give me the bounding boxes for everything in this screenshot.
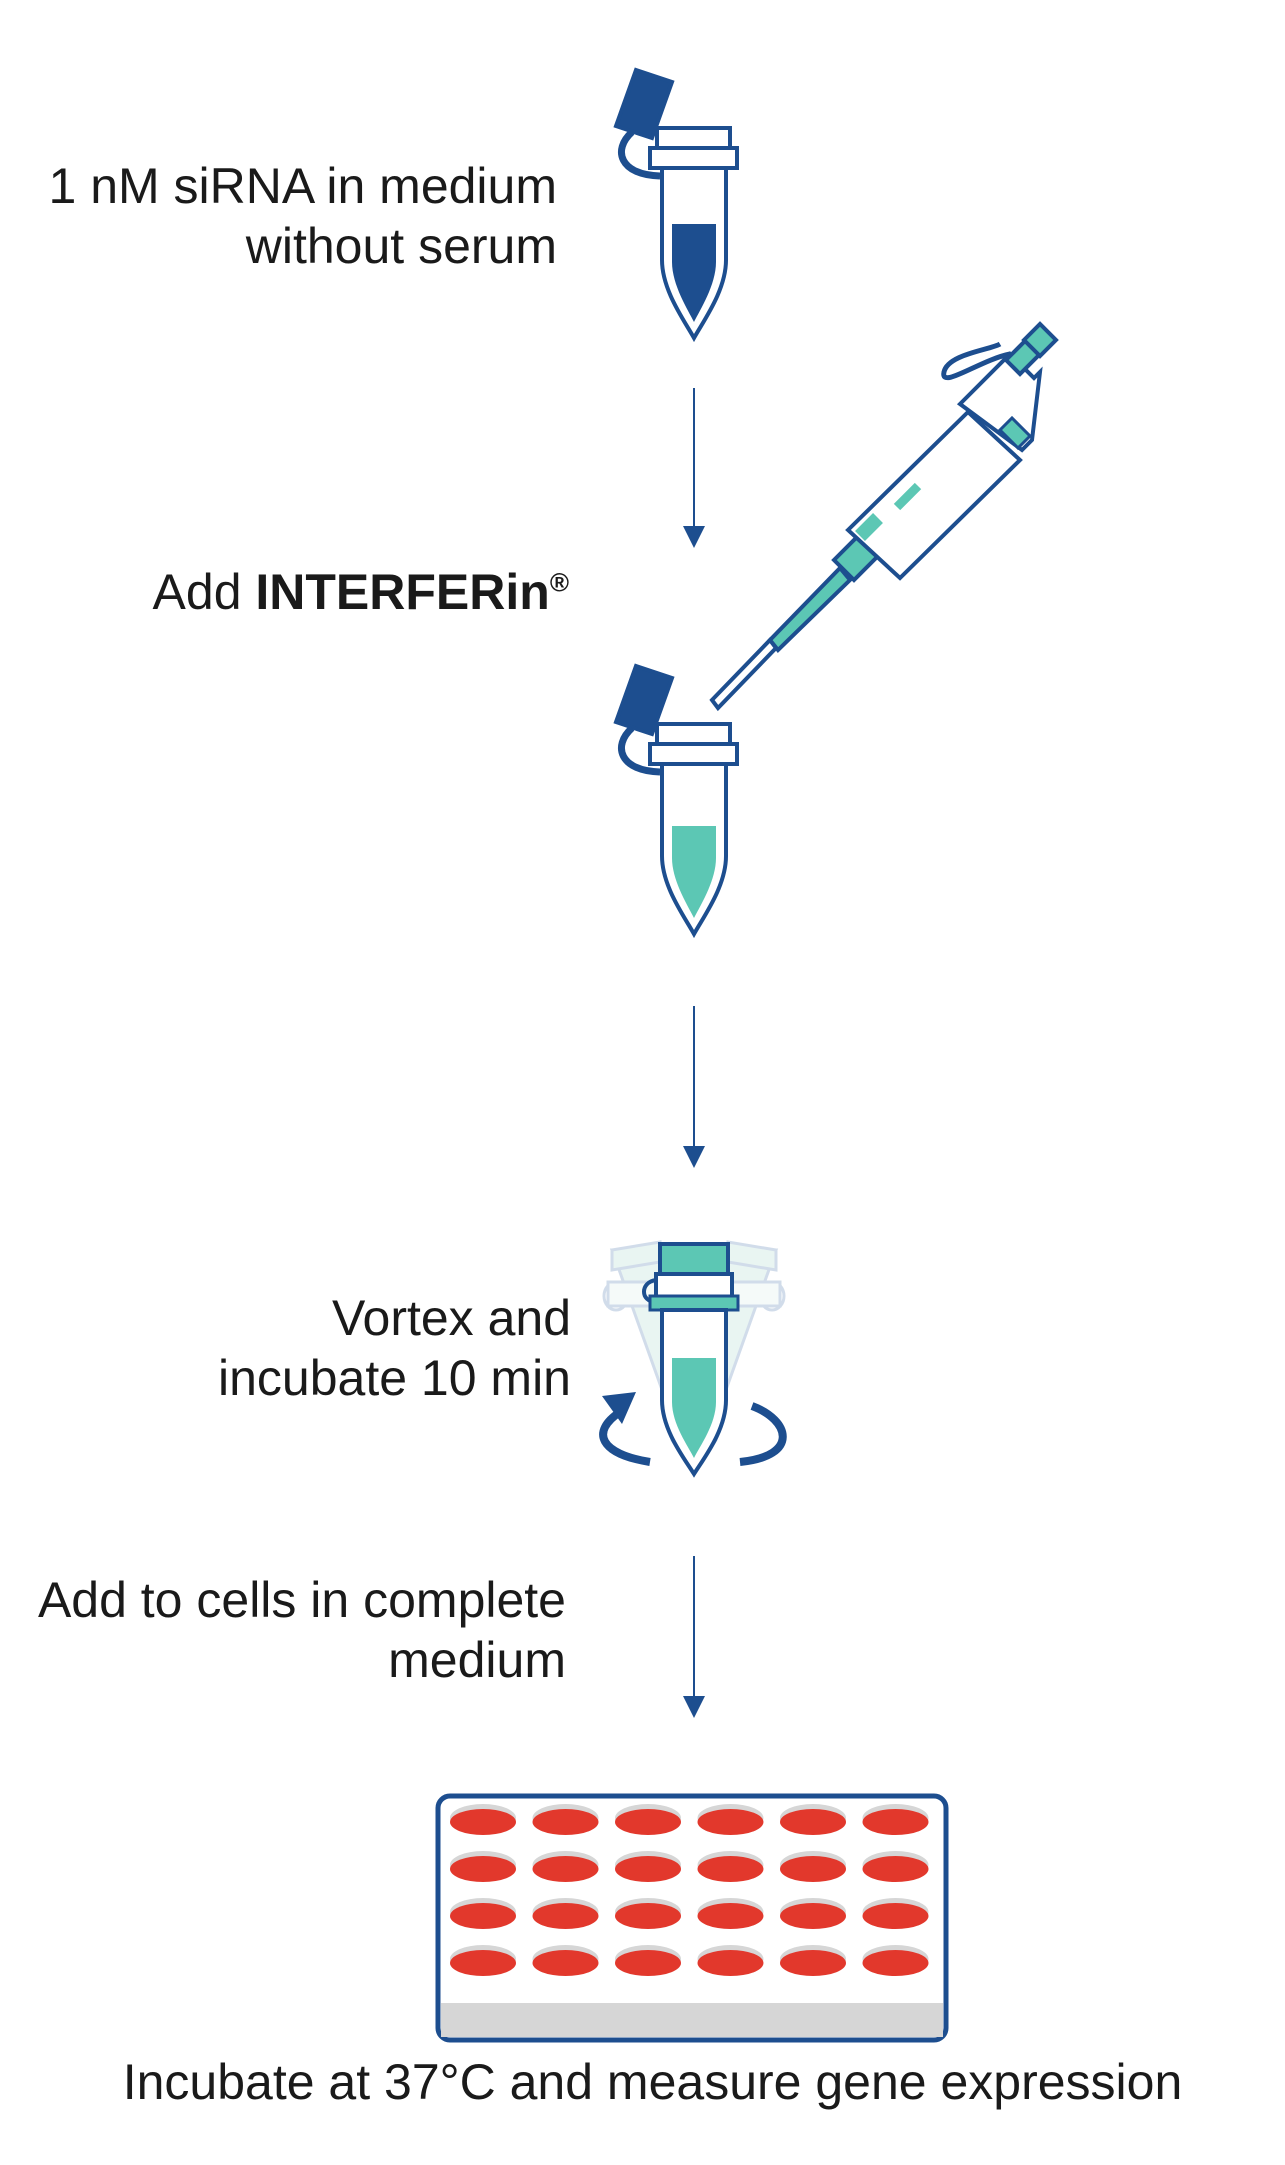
arrow-down-icon	[683, 1006, 705, 1168]
step-2-prefix: Add	[152, 564, 256, 620]
arrow-down-icon	[683, 388, 705, 548]
step-1-line-2: without serum	[245, 218, 557, 274]
well	[862, 1856, 929, 1882]
vortex-tube-icon	[599, 1240, 787, 1478]
tube-with-sirna-icon	[613, 67, 739, 343]
well	[862, 1809, 929, 1835]
well	[697, 1903, 764, 1929]
well	[450, 1903, 516, 1929]
well	[615, 1809, 681, 1835]
tube-with-mix-icon	[613, 663, 739, 939]
well	[780, 1903, 846, 1929]
well	[532, 1856, 599, 1882]
well-plate-icon	[435, 1793, 949, 2043]
well	[615, 1950, 681, 1976]
pipette-icon	[709, 321, 1059, 712]
well	[780, 1809, 846, 1835]
well	[450, 1856, 516, 1882]
product-name: INTERFERin	[255, 564, 550, 620]
well	[450, 1950, 516, 1976]
registered-mark: ®	[549, 567, 569, 598]
final-caption: Incubate at 37°C and measure gene expres…	[122, 2054, 1183, 2110]
well	[697, 1950, 764, 1976]
step-2-label: Add INTERFERin®	[9, 562, 569, 622]
well	[780, 1856, 846, 1882]
well	[862, 1950, 929, 1976]
step-4-line-2: medium	[388, 1632, 566, 1688]
step-1-label: 1 nM siRNA in medium without serum	[0, 156, 558, 276]
well	[450, 1809, 516, 1835]
well	[780, 1950, 846, 1976]
well	[532, 1809, 599, 1835]
arrow-down-icon	[683, 1556, 705, 1718]
step-4-line-1: Add to cells in complete	[37, 1572, 566, 1628]
step-3-line-2: incubate 10 min	[217, 1350, 571, 1406]
step-3-label: Vortex and incubate 10 min	[11, 1288, 571, 1408]
well	[615, 1856, 681, 1882]
well	[615, 1903, 681, 1929]
step-1-line-1: 1 nM siRNA in medium	[48, 158, 558, 214]
well	[532, 1950, 599, 1976]
step-3-line-1: Vortex and	[331, 1290, 571, 1346]
step-4-label: Add to cells in complete medium	[0, 1570, 566, 1690]
well	[697, 1856, 764, 1882]
well	[697, 1809, 764, 1835]
well	[532, 1903, 599, 1929]
well	[862, 1903, 929, 1929]
